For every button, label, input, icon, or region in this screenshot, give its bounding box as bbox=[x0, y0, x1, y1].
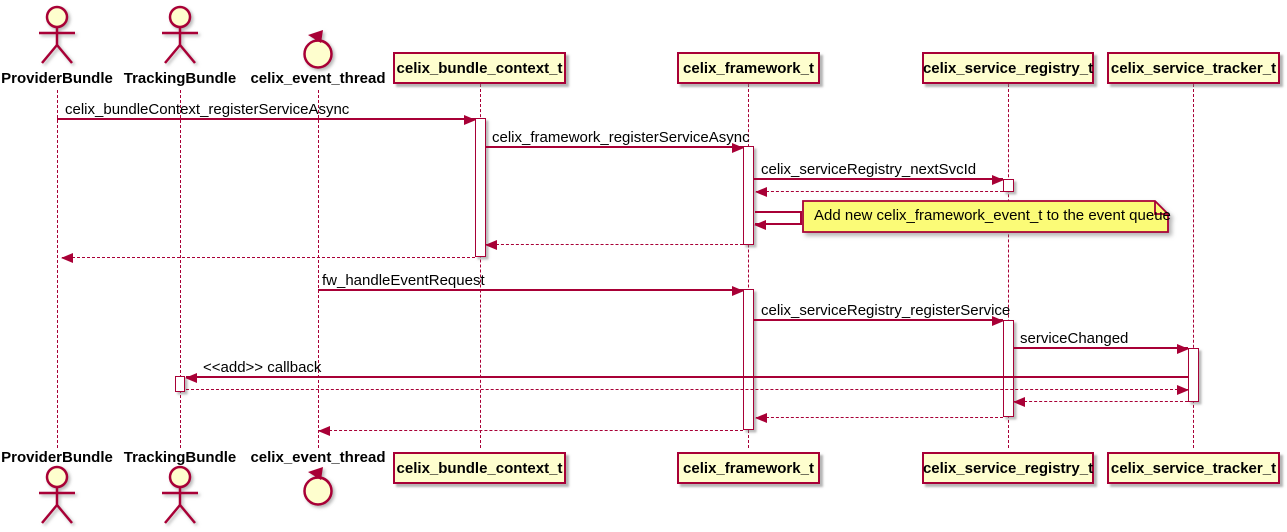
arrowhead-right-icon bbox=[1177, 385, 1189, 395]
message-arrow-fw-handle-event-request bbox=[318, 286, 744, 296]
actor-icon bbox=[162, 5, 198, 64]
arrowhead-left-icon bbox=[61, 253, 73, 263]
arrowhead-left-icon bbox=[185, 373, 197, 383]
arrowhead-left-icon bbox=[755, 187, 767, 197]
arrowhead-right-icon bbox=[1177, 344, 1189, 354]
control-icon bbox=[303, 30, 333, 69]
participant-label: celix_framework_t bbox=[683, 459, 814, 477]
message-arrow-service-changed bbox=[1014, 344, 1189, 354]
return-arrow-next-svc-id bbox=[755, 187, 1003, 197]
note-text: Add new celix_framework_event_t to the e… bbox=[814, 207, 1171, 224]
arrowhead-right-icon bbox=[732, 286, 744, 296]
message-label-add-callback: <<add>> callback bbox=[203, 359, 322, 376]
return-arrow-service-changed bbox=[1013, 397, 1188, 407]
participant-label: celix_service_registry_t bbox=[922, 59, 1094, 77]
note-add-event-queue: Add new celix_framework_event_t to the e… bbox=[802, 200, 1171, 233]
message-label-service-changed: serviceChanged bbox=[1020, 330, 1129, 347]
participant-bundle-context-bottom: celix_bundle_context_t bbox=[393, 452, 566, 484]
message-label-registry-register-service: celix_serviceRegistry_registerService bbox=[761, 302, 1011, 319]
lifeline-service-registry bbox=[1008, 84, 1009, 448]
control-label-celix-event-thread-bottom: celix_event_thread bbox=[250, 449, 386, 466]
arrowhead-left-icon bbox=[485, 240, 497, 250]
control-icon bbox=[303, 467, 333, 506]
participant-service-tracker: celix_service_tracker_t bbox=[1107, 52, 1280, 84]
actor-label-tracking-bundle-bottom: TrackingBundle bbox=[123, 449, 237, 466]
message-arrow-next-svc-id bbox=[754, 175, 1004, 185]
message-arrow-register-service-async bbox=[57, 115, 476, 125]
activation-registry-2 bbox=[1003, 320, 1014, 417]
message-arrow-framework-register-service-async bbox=[486, 143, 744, 153]
activation-tracker bbox=[1188, 348, 1199, 402]
activation-registry-1 bbox=[1003, 179, 1014, 192]
arrowhead-right-icon bbox=[992, 175, 1004, 185]
message-label-framework-register-service-async: celix_framework_registerServiceAsync bbox=[492, 129, 750, 146]
actor-label-provider-bundle: ProviderBundle bbox=[1, 70, 113, 87]
participant-service-registry-bottom: celix_service_registry_t bbox=[922, 452, 1094, 484]
note-shape-icon bbox=[802, 200, 1169, 233]
return-arrow-fw-handle-event-request bbox=[318, 426, 743, 436]
actor-label-tracking-bundle: TrackingBundle bbox=[123, 70, 237, 87]
participant-framework: celix_framework_t bbox=[677, 52, 820, 84]
activation-tracking-bundle bbox=[175, 376, 185, 392]
actor-label-provider-bundle-bottom: ProviderBundle bbox=[1, 449, 113, 466]
participant-label: celix_service_tracker_t bbox=[1110, 59, 1277, 77]
actor-icon bbox=[39, 5, 75, 64]
lifeline-celix-event-thread bbox=[318, 90, 319, 448]
lifeline-service-tracker bbox=[1193, 84, 1194, 448]
arrowhead-left-icon bbox=[754, 220, 766, 230]
message-arrow-registry-register-service bbox=[754, 316, 1004, 326]
message-arrow-add-callback bbox=[185, 373, 1188, 383]
participant-label: celix_service_registry_t bbox=[922, 459, 1094, 477]
arrowhead-left-icon bbox=[318, 426, 330, 436]
participant-label: celix_service_tracker_t bbox=[1110, 459, 1277, 477]
activation-framework-1 bbox=[743, 146, 754, 245]
message-label-register-service-async: celix_bundleContext_registerServiceAsync bbox=[65, 101, 350, 118]
message-label-fw-handle-event-request: fw_handleEventRequest bbox=[322, 272, 485, 289]
lifeline-bundle-context bbox=[480, 84, 481, 448]
arrowhead-left-icon bbox=[1013, 397, 1025, 407]
activation-framework-2 bbox=[743, 289, 754, 430]
self-message-add-event bbox=[754, 211, 802, 230]
lifeline-provider-bundle bbox=[57, 90, 58, 448]
participant-framework-bottom: celix_framework_t bbox=[677, 452, 820, 484]
return-arrow-bundlecontext-register bbox=[61, 253, 475, 263]
participant-service-tracker-bottom: celix_service_tracker_t bbox=[1107, 452, 1280, 484]
actor-icon bbox=[39, 465, 75, 524]
return-arrow-registry-register-service bbox=[755, 413, 1003, 423]
return-arrow-add-callback bbox=[186, 385, 1189, 395]
return-arrow-framework-register bbox=[485, 240, 743, 250]
participant-service-registry: celix_service_registry_t bbox=[922, 52, 1094, 84]
lifeline-framework bbox=[748, 84, 749, 448]
participant-label: celix_bundle_context_t bbox=[396, 459, 563, 477]
arrowhead-right-icon bbox=[732, 143, 744, 153]
arrowhead-right-icon bbox=[464, 115, 476, 125]
participant-label: celix_bundle_context_t bbox=[396, 59, 563, 77]
participant-bundle-context: celix_bundle_context_t bbox=[393, 52, 566, 84]
actor-icon bbox=[162, 465, 198, 524]
participant-label: celix_framework_t bbox=[683, 59, 814, 77]
arrowhead-right-icon bbox=[992, 316, 1004, 326]
activation-bundle-context bbox=[475, 118, 486, 257]
lifeline-tracking-bundle bbox=[180, 90, 181, 448]
message-label-next-svc-id: celix_serviceRegistry_nextSvcId bbox=[761, 161, 977, 178]
control-label-celix-event-thread: celix_event_thread bbox=[250, 70, 386, 87]
arrowhead-left-icon bbox=[755, 413, 767, 423]
